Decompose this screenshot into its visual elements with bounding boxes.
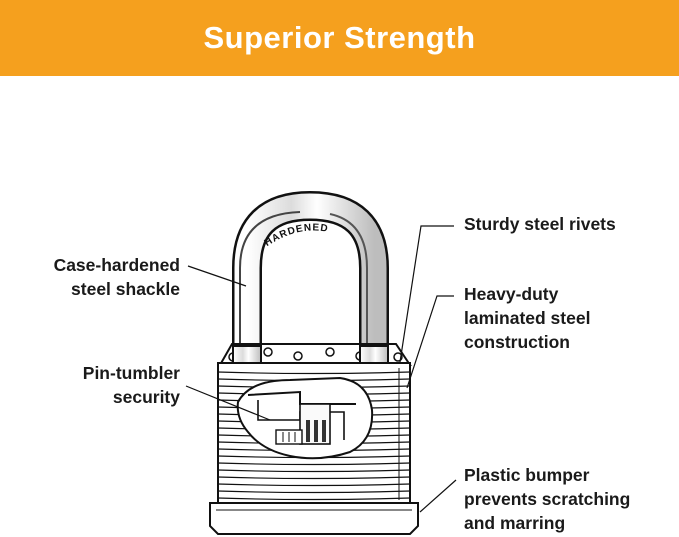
leader-lines — [185, 225, 457, 513]
pin-tumbler-cutaway — [236, 376, 374, 460]
leader-laminated — [406, 295, 454, 389]
leader-bumper — [419, 479, 457, 513]
lamination-line — [218, 497, 410, 501]
lamination-line — [218, 490, 410, 494]
callout-laminated-line3: construction — [464, 332, 570, 352]
callout-pin-tumbler: Pin-tumbler security — [20, 361, 180, 409]
lamination-line — [218, 462, 410, 466]
callout-bumper-line2: prevents scratching — [464, 489, 631, 509]
callout-rivets-line1: Sturdy steel rivets — [464, 214, 616, 234]
banner-title: Superior Strength — [203, 20, 476, 55]
rivet — [263, 347, 273, 357]
callout-bumper-line3: and marring — [464, 513, 566, 533]
leader-shackle — [187, 265, 247, 287]
callout-shackle: Case-hardened steel shackle — [20, 253, 180, 301]
lamination-line — [218, 483, 410, 487]
lamination-line — [218, 469, 410, 473]
callout-shackle-line2: steel shackle — [71, 279, 180, 299]
leader-pin-tumbler — [185, 385, 271, 421]
rivet — [325, 347, 335, 357]
plastic-bumper — [209, 502, 419, 535]
callout-laminated-line2: laminated steel — [464, 308, 591, 328]
lamination-line — [218, 371, 410, 375]
rivet — [293, 351, 303, 361]
callout-laminated: Heavy-duty laminated steel construction — [464, 282, 590, 354]
callout-shackle-line1: Case-hardened — [53, 255, 180, 275]
callout-laminated-line1: Heavy-duty — [464, 284, 559, 304]
callout-pin-tumbler-line2: security — [112, 387, 180, 407]
callout-pin-tumbler-line1: Pin-tumbler — [82, 363, 180, 383]
title-banner: Superior Strength — [0, 0, 679, 76]
callout-bumper-line1: Plastic bumper — [464, 465, 590, 485]
callout-bumper: Plastic bumper prevents scratching and m… — [464, 463, 630, 535]
callout-rivets: Sturdy steel rivets — [464, 212, 616, 236]
lamination-line — [218, 476, 410, 480]
leader-rivets — [399, 225, 454, 363]
